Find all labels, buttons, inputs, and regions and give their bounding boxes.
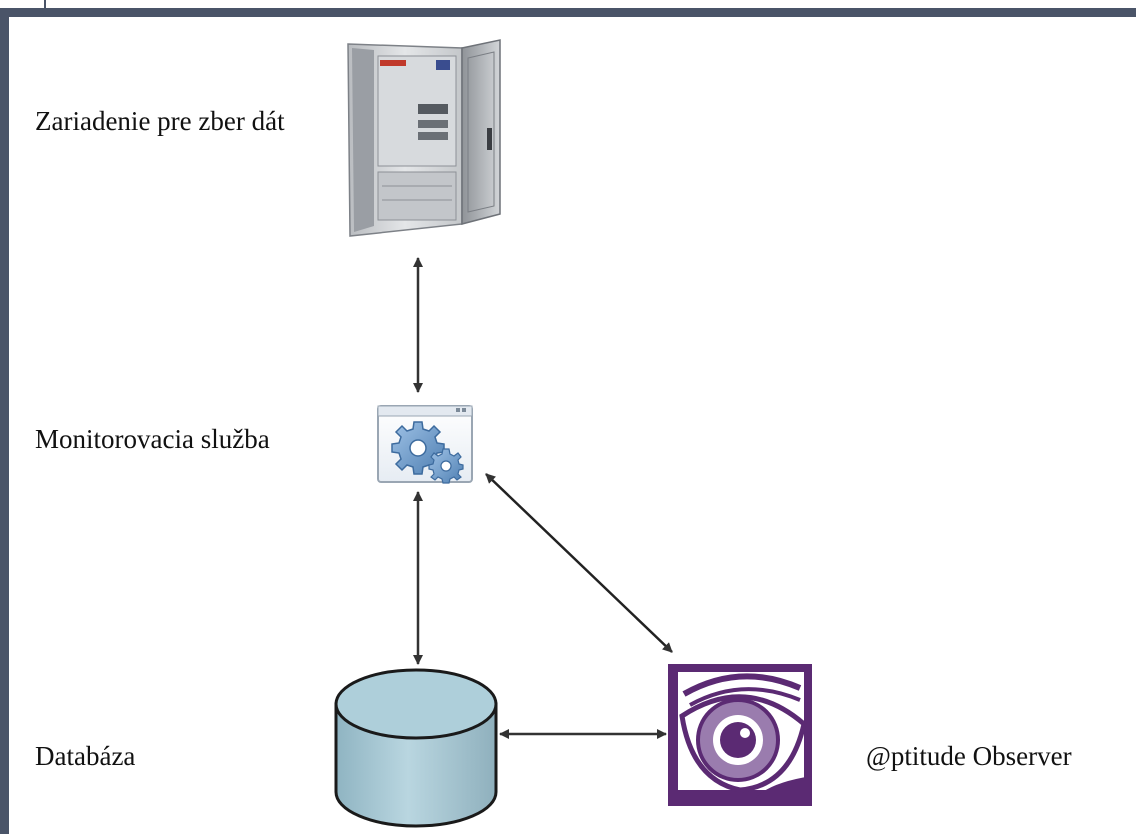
database-cylinder-icon [334, 668, 498, 828]
frame-top-border [0, 8, 1136, 17]
cabinet-icon [347, 39, 501, 237]
connector-service-observer [485, 473, 673, 653]
service-label: Monitorovacia služba [35, 424, 270, 454]
frame-left-border [0, 8, 9, 834]
observer-eye-icon [668, 664, 812, 806]
device-label: Zariadenie pre zber dát [35, 106, 285, 136]
database-label: Databáza [35, 741, 136, 771]
observer-label: @ptitude Observer [866, 741, 1072, 771]
service-gears-icon [377, 405, 473, 484]
frame-corner [0, 0, 46, 8]
